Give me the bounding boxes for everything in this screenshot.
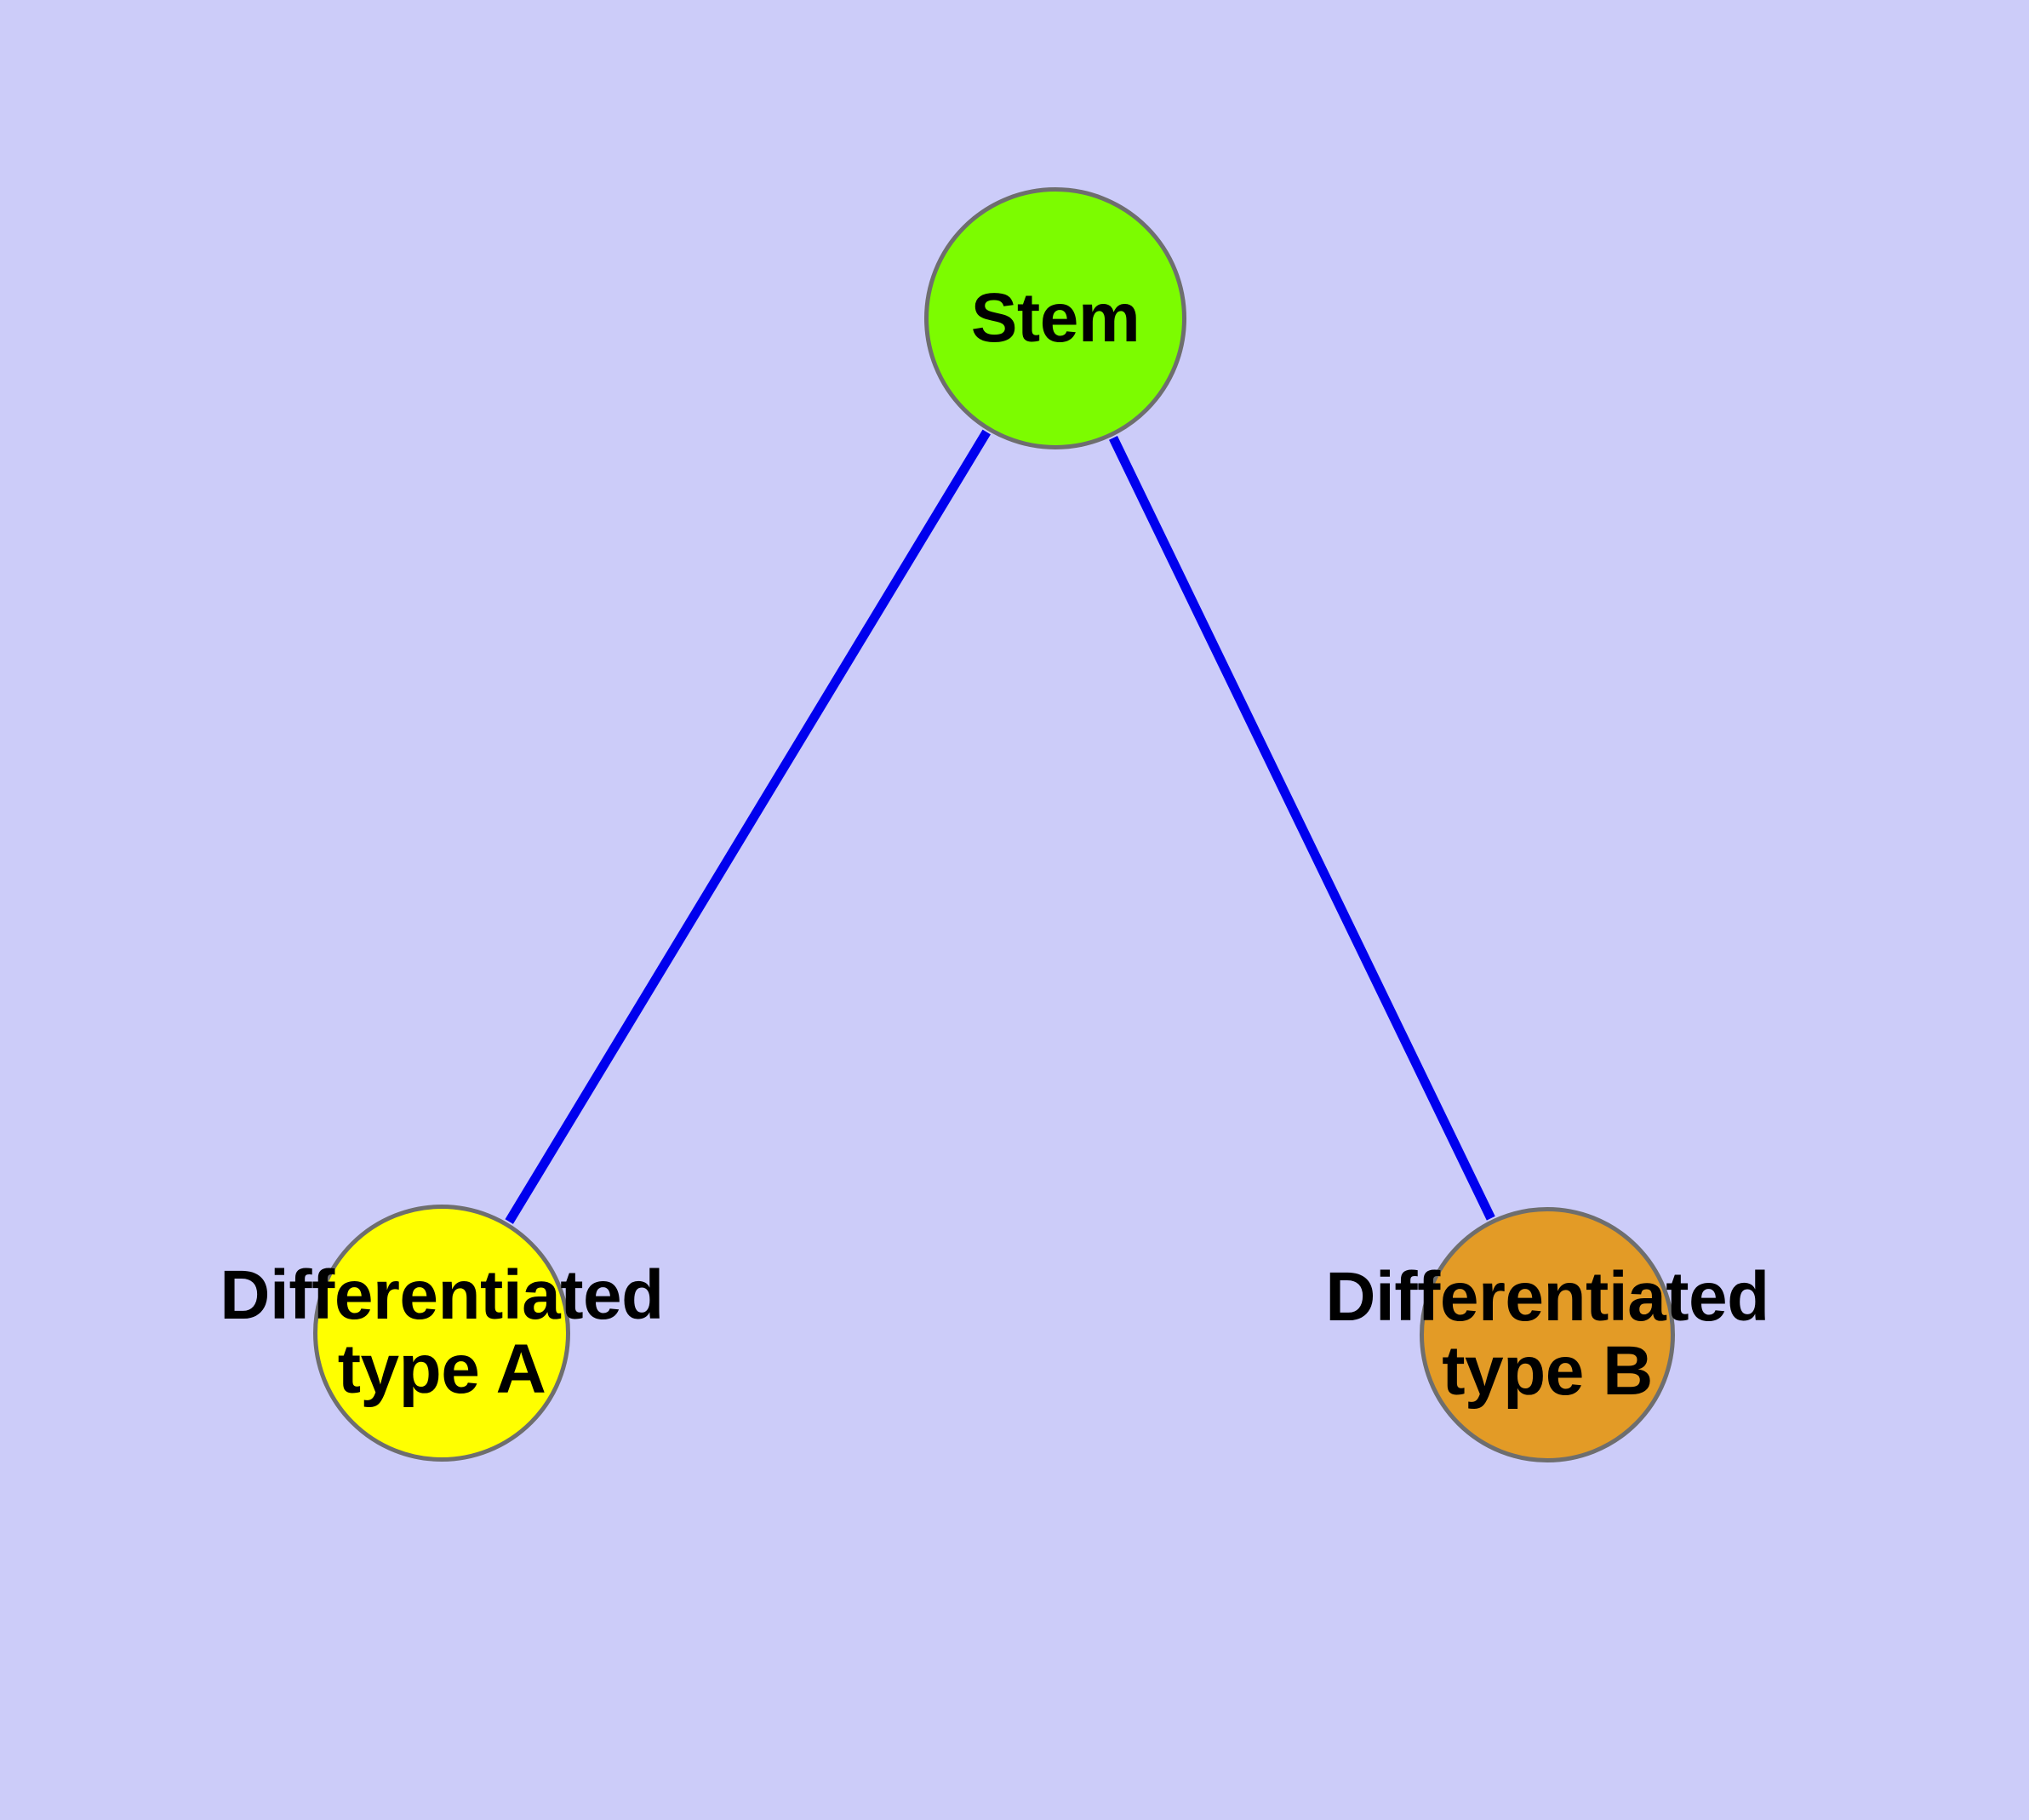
node-differentiated-type-a[interactable] [313, 1205, 570, 1462]
edge-stem-to-diff-a[interactable] [505, 429, 991, 1224]
edges-group [505, 429, 1495, 1224]
edge-stem-to-diff-b[interactable] [1109, 436, 1495, 1221]
node-stem[interactable] [924, 187, 1186, 449]
node-differentiated-type-b[interactable] [1420, 1207, 1675, 1462]
